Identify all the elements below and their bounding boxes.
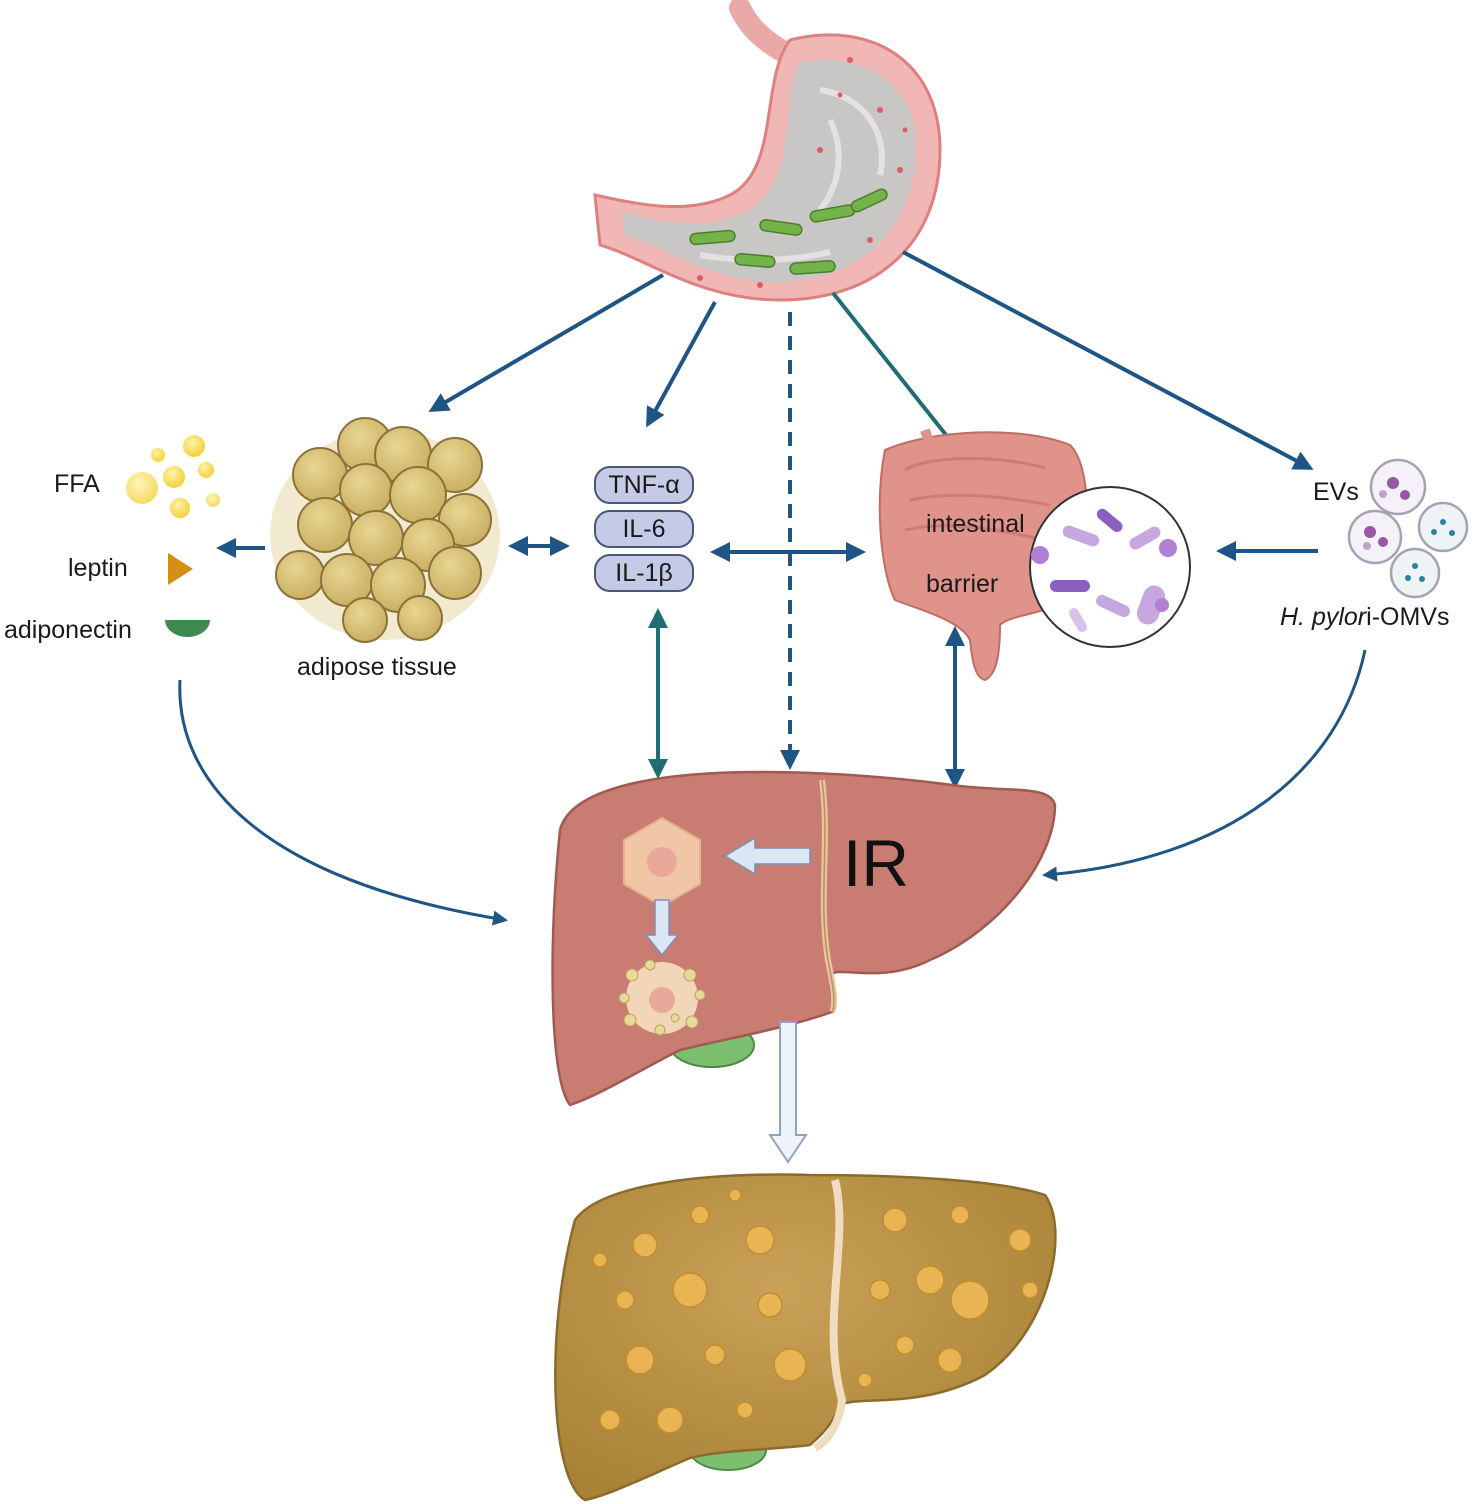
- hollow-arrow-to-fatty-liver: [768, 1021, 808, 1164]
- adiponectin-icon: [165, 620, 210, 637]
- liver-icon: [551, 770, 1057, 1107]
- vesicles-icon: [1347, 458, 1469, 599]
- arrow-stomach-to-intestine: [831, 291, 965, 459]
- arrow-stomach-to-cytokines: [646, 301, 717, 428]
- hpylori-omvs-label: H. pylori-OMVs: [1280, 605, 1449, 630]
- hepatocyte-icon: [623, 816, 701, 908]
- stomach-icon: [593, 0, 942, 302]
- leptin-icon: [168, 553, 193, 585]
- hollow-arrow-ir-to-hepatocyte: [723, 836, 811, 876]
- fat-droplets-icon: [126, 435, 220, 518]
- arrow-stomach-to-adipose: [428, 273, 665, 413]
- ffa-label: FFA: [54, 470, 100, 498]
- hollow-arrow-hepatocyte-to-damaged: [644, 899, 680, 957]
- cytokine-tnf-alpha: TNF-α: [594, 466, 694, 504]
- fatty-liver-icon: [554, 1173, 1057, 1502]
- cytokine-il-6: IL-6: [594, 510, 694, 548]
- omvs-suffix-text: i-OMVs: [1366, 603, 1450, 631]
- intestine-icon: [878, 428, 1088, 682]
- arrow-omvs-to-liver: [1042, 649, 1367, 882]
- damaged-hepatocyte-icon: [618, 959, 706, 1036]
- arrow-adipokines-to-liver: [178, 679, 508, 926]
- cytokine-il-1beta: IL-1β: [594, 554, 694, 592]
- arrow-stomach-to-evs: [902, 250, 1314, 470]
- adiponectin-label: adiponectin: [4, 616, 132, 644]
- adipose-tissue-label: adipose tissue: [297, 653, 457, 681]
- barrier-label: barrier: [926, 570, 999, 598]
- insulin-resistance-label: IR: [843, 826, 909, 900]
- bacteria-cluster: [689, 188, 888, 275]
- evs-label: EVs: [1313, 478, 1359, 506]
- adipose-tissue-icon: [270, 417, 500, 643]
- intestinal-label: intestinal: [926, 510, 1025, 538]
- hpylori-italic-text: H. pylor: [1280, 603, 1367, 631]
- leptin-label: leptin: [68, 554, 128, 582]
- gut-microbiota-icon: [1029, 486, 1191, 648]
